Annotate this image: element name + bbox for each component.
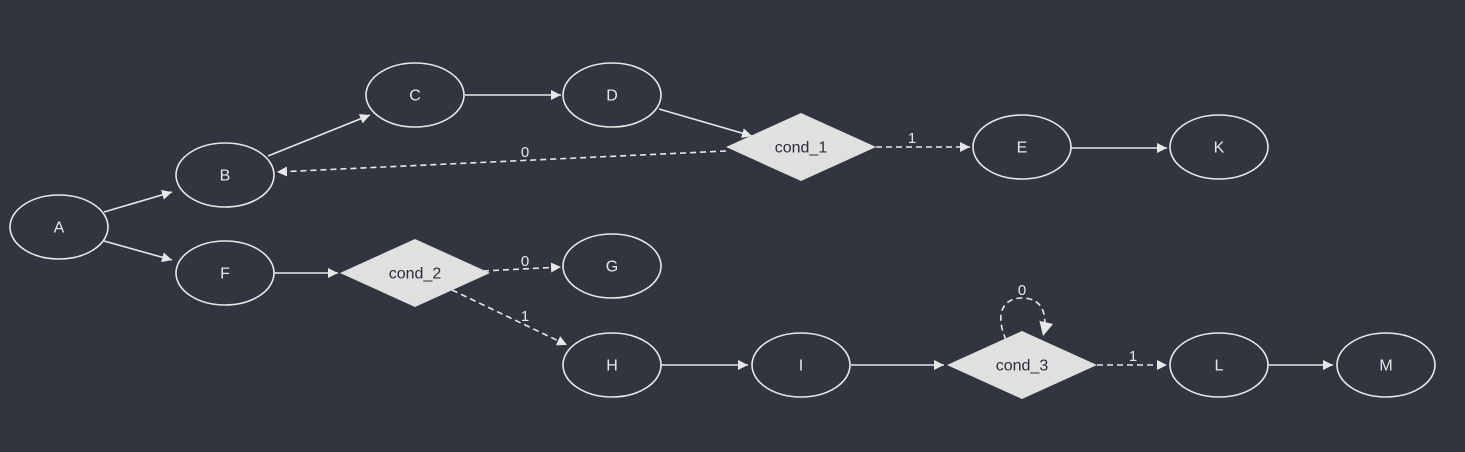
node-G: G bbox=[562, 233, 662, 299]
node-A: A bbox=[9, 194, 109, 260]
node-D: D bbox=[562, 62, 662, 128]
node-label: M bbox=[1379, 358, 1392, 375]
node-ellipse bbox=[562, 233, 662, 299]
node-label: K bbox=[1214, 140, 1225, 157]
node-label: B bbox=[220, 168, 231, 185]
edge-line bbox=[482, 262, 562, 273]
node-label: G bbox=[606, 259, 618, 276]
node-K: K bbox=[1169, 114, 1269, 180]
edge-A-B bbox=[103, 190, 173, 213]
node-label: D bbox=[606, 88, 618, 105]
node-C: C bbox=[365, 62, 465, 128]
edge-label: 0 bbox=[521, 144, 529, 161]
node-ellipse bbox=[562, 62, 662, 128]
node-ellipse bbox=[1169, 332, 1269, 398]
node-M: M bbox=[1336, 332, 1436, 398]
edge-label: 1 bbox=[908, 130, 916, 147]
node-cond_1: cond_1 bbox=[726, 113, 876, 181]
node-F: F bbox=[175, 240, 275, 306]
edge-cond_2-H: 1 bbox=[451, 289, 568, 346]
edge-cond_1-B: 0 bbox=[276, 144, 727, 177]
edge-line bbox=[103, 240, 173, 263]
node-label: C bbox=[409, 88, 421, 105]
node-H: H bbox=[562, 332, 662, 398]
node-label: H bbox=[606, 358, 618, 375]
node-L: L bbox=[1169, 332, 1269, 398]
node-cond_2: cond_2 bbox=[340, 239, 490, 307]
condition-diamond bbox=[947, 331, 1097, 399]
condition-diamond bbox=[726, 113, 876, 181]
condition-diamond bbox=[340, 239, 490, 307]
node-ellipse bbox=[1169, 114, 1269, 180]
node-B: B bbox=[175, 142, 275, 208]
node-cond_3: cond_3 bbox=[947, 331, 1097, 399]
edge-D-cond_1 bbox=[658, 108, 753, 139]
edge-label: 0 bbox=[521, 253, 529, 270]
edge-B-C bbox=[267, 114, 371, 157]
edges-layer: 0 1 0 1 0 1 bbox=[103, 90, 1333, 370]
node-ellipse bbox=[175, 240, 275, 306]
node-label: E bbox=[1017, 140, 1028, 157]
node-ellipse bbox=[175, 142, 275, 208]
edge-line bbox=[658, 108, 753, 139]
edge-label: 0 bbox=[1018, 282, 1026, 299]
node-label: cond_1 bbox=[775, 140, 828, 157]
node-label: A bbox=[54, 220, 65, 237]
node-ellipse bbox=[562, 332, 662, 398]
edge-label: 1 bbox=[1129, 348, 1137, 365]
node-label: L bbox=[1215, 358, 1224, 375]
edge-A-F bbox=[103, 240, 173, 263]
edge-cond_1-E: 1 bbox=[876, 130, 970, 152]
node-ellipse bbox=[751, 332, 851, 398]
edge-cond_3-cond_3: 0 bbox=[1000, 282, 1054, 341]
edge-line bbox=[451, 289, 568, 346]
node-label: cond_3 bbox=[996, 358, 1049, 375]
node-ellipse bbox=[9, 194, 109, 260]
edge-line bbox=[267, 114, 371, 157]
edge-line bbox=[1000, 297, 1054, 341]
node-ellipse bbox=[365, 62, 465, 128]
node-label: cond_2 bbox=[389, 266, 442, 283]
edge-cond_2-G: 0 bbox=[482, 253, 562, 273]
edge-line bbox=[276, 150, 727, 177]
node-ellipse bbox=[972, 114, 1072, 180]
node-I: I bbox=[751, 332, 851, 398]
node-ellipse bbox=[1336, 332, 1436, 398]
edge-line bbox=[103, 190, 173, 213]
node-label: I bbox=[799, 358, 803, 375]
node-label: F bbox=[220, 266, 230, 283]
edge-label: 1 bbox=[521, 308, 529, 325]
node-E: E bbox=[972, 114, 1072, 180]
edge-cond_3-L: 1 bbox=[1097, 348, 1167, 370]
